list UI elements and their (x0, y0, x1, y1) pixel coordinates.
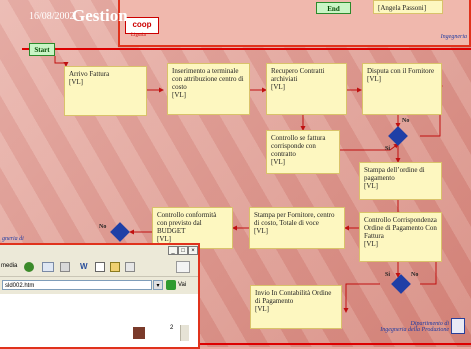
scrollbar[interactable] (180, 325, 189, 341)
decision-label-si-2: Si (385, 272, 391, 278)
windows-logo-icon (176, 261, 190, 273)
start-terminal: Start (29, 43, 55, 56)
folder-icon[interactable] (110, 262, 120, 272)
browser-titlebar: _ □ × (0, 245, 198, 257)
decision-label-no-3: No (99, 224, 107, 230)
history-icon[interactable] (24, 262, 34, 272)
address-bar: sld002.htm ▾ Vai (0, 278, 198, 292)
print-icon[interactable] (60, 262, 70, 272)
step-inserimento: Inserimento a terminale con attribuzione… (167, 63, 250, 115)
step-stampa-fornitore: Stampa per Fornitore, centro di costo, T… (249, 207, 345, 249)
step-disputa-fornitore: Disputa con il Fornitore[VL] (362, 63, 442, 115)
step-invio-contabilita: Invio In Contabilità Ordine di Pagamento… (250, 285, 342, 329)
browser-toolbar: media W (0, 259, 198, 277)
coop-logo: coop (125, 17, 159, 34)
top-divider (22, 48, 471, 50)
page-number: 2 (170, 325, 174, 331)
mail-icon[interactable] (42, 262, 54, 272)
decision-label-no-2: No (411, 272, 419, 278)
step-arrivo-fattura: Arrivo Fattura[VL] (64, 66, 147, 116)
browser-window: _ □ × media W sld002.htm ▾ Vai 2 (0, 243, 200, 349)
person-box: [Angela Passoni] (373, 0, 443, 14)
slide-title: Gestion (72, 6, 128, 25)
step-stampa-ordine: Stampa dell’ordine di pagamento[VL] (359, 162, 442, 200)
minimize-button[interactable]: _ (168, 246, 178, 255)
thumbnail-image (133, 327, 145, 339)
go-icon[interactable] (166, 280, 176, 290)
slide-date: 16/08/2002 (29, 11, 75, 22)
step-controllo-corrispondenza: Controllo Corrispondenza Ordine di Pagam… (359, 212, 442, 262)
browser-content: 2 (0, 294, 198, 347)
go-button[interactable]: Vai (178, 282, 187, 288)
university-crest-icon (451, 318, 465, 334)
word-icon[interactable]: W (80, 262, 88, 271)
decision-label-no-1: No (402, 118, 410, 124)
dept-label: Dipartimento di Ingegneria della Produzi… (380, 321, 449, 333)
media-label[interactable]: media (1, 263, 18, 269)
step-controllo-conformita: Controllo conformità con previsto dal BU… (152, 207, 233, 249)
inset-footer: Ingegneria (440, 34, 467, 40)
address-input[interactable]: sld002.htm (2, 280, 152, 290)
address-dropdown-icon[interactable]: ▾ (153, 280, 163, 290)
end-terminal: End (316, 2, 351, 14)
coop-logo-sub: Liguria (131, 33, 146, 38)
close-button[interactable]: × (188, 246, 198, 255)
copy-icon[interactable] (125, 262, 135, 272)
maximize-button[interactable]: □ (178, 246, 188, 255)
step-controllo-fattura: Controllo se fattura corrisponde con con… (266, 130, 340, 174)
bottom-divider (200, 343, 471, 345)
step-recupero-contratti: Recupero Contratti archiviati[VL] (266, 63, 347, 115)
previous-slide-panel: End [Angela Passoni] Ingegneria (118, 0, 471, 47)
page-icon[interactable] (95, 262, 105, 272)
left-footer-partial: gneria di (2, 236, 24, 242)
decision-label-si-1: Si (385, 146, 391, 152)
